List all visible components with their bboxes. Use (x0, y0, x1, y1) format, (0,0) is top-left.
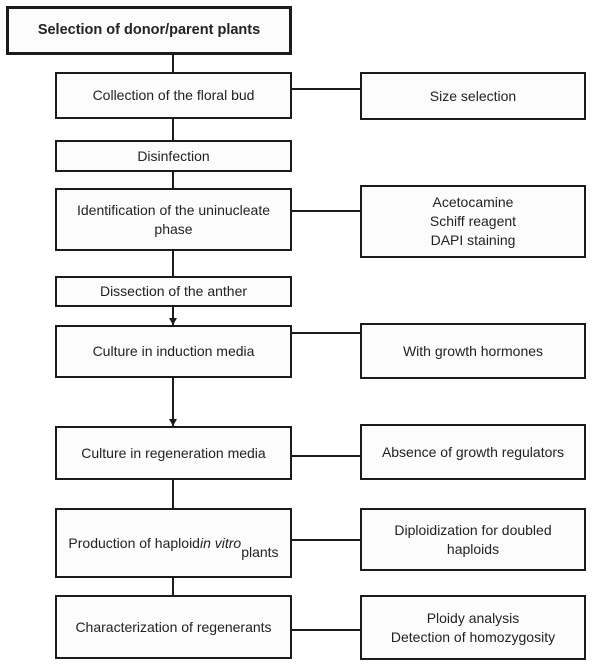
box-dissection-anther: Dissection of the anther (55, 276, 292, 307)
box-ploidy-analysis-homozygosity: Ploidy analysis Detection of homozygosit… (360, 595, 586, 660)
connector-production-to-diploidization (292, 539, 360, 541)
connector-dissection-to-induction (172, 307, 174, 325)
box-absence-growth-regulators: Absence of growth regulators (360, 424, 586, 480)
connector-title-to-collection (172, 55, 174, 72)
connector-identification-to-dissection (172, 251, 174, 276)
box-characterization-regenerants: Characterization of regenerants (55, 595, 292, 659)
connector-collection-to-disinfection (172, 119, 174, 140)
box-staining-methods: Acetocamine Schiff reagent DAPI staining (360, 185, 586, 258)
box-disinfection: Disinfection (55, 140, 292, 172)
arrowhead-down-icon (169, 318, 177, 325)
connector-identification-to-staining (292, 210, 360, 212)
box-size-selection: Size selection (360, 72, 586, 120)
box-collection-floral-bud: Collection of the floral bud (55, 72, 292, 119)
connector-induction-to-regeneration (172, 378, 174, 426)
box-culture-regeneration-media: Culture in regeneration media (55, 426, 292, 480)
connector-disinfection-to-identification (172, 172, 174, 188)
connector-collection-to-size-selection (292, 88, 360, 90)
connector-production-to-characterization (172, 578, 174, 595)
box-selection-donor-parent-plants: Selection of donor/parent plants (6, 6, 292, 55)
box-label-italic-part: in vitro (199, 534, 242, 551)
box-production-haploid-in-vitro-plants: Production of haploid in vitro plants (55, 508, 292, 578)
box-diploidization-doubled-haploids: Diploidization for doubled haploids (360, 508, 586, 571)
box-with-growth-hormones: With growth hormones (360, 323, 586, 379)
box-label-part: Production of haploid (68, 534, 200, 551)
connector-induction-to-hormones (292, 332, 360, 334)
box-identification-uninucleate-phase: Identification of the uninucleate phase (55, 188, 292, 251)
connector-regeneration-to-production (172, 480, 174, 508)
box-label-part: plants (241, 544, 279, 560)
box-culture-induction-media: Culture in induction media (55, 325, 292, 378)
connector-characterization-to-ploidy (292, 629, 360, 631)
connector-regeneration-to-absence (292, 455, 360, 457)
arrowhead-down-icon (169, 419, 177, 426)
